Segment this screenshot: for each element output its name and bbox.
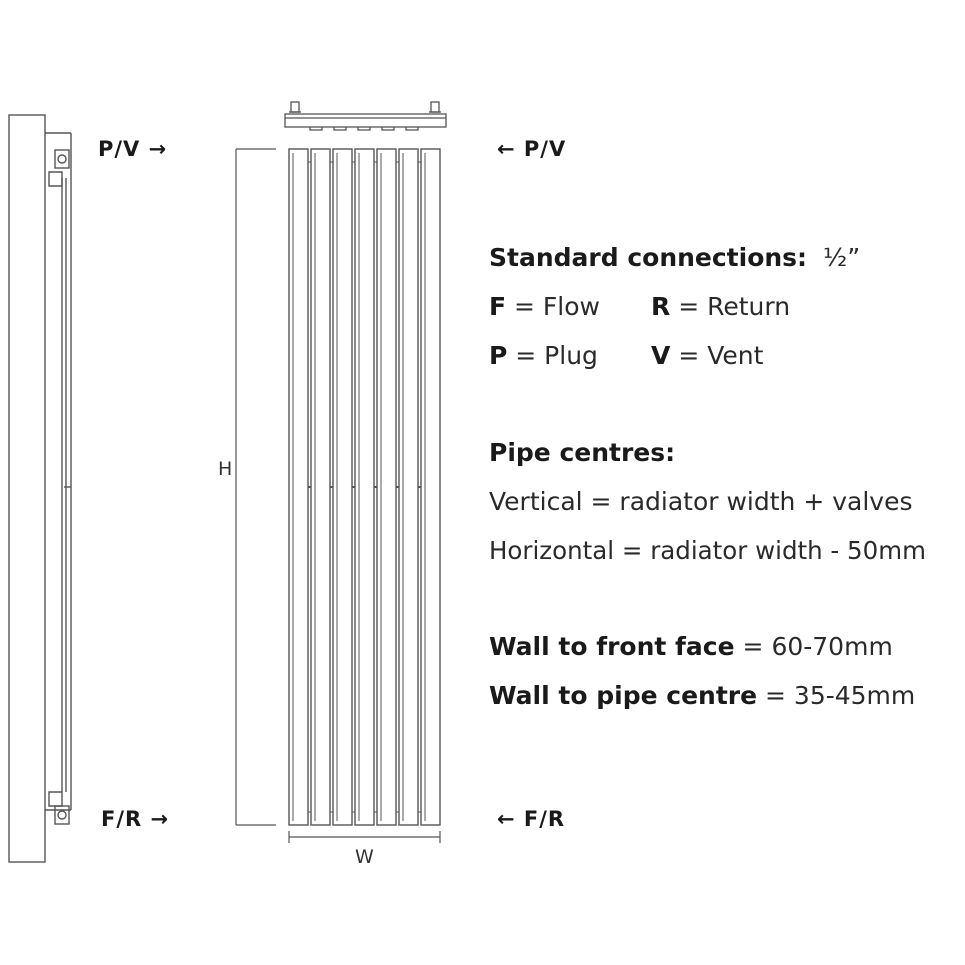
height-dimension-label: H — [218, 458, 233, 480]
front-view — [288, 148, 441, 826]
pipe-centres-heading: Pipe centres: — [489, 438, 675, 468]
wall-front-value: = 60-70mm — [742, 632, 893, 661]
pv-label-right: ← P/V — [497, 137, 567, 161]
pv-label-left: P/V → — [98, 137, 168, 161]
radiator-panel — [420, 148, 441, 826]
wall-pipe-value: = 35-45mm — [765, 681, 916, 710]
height-dimension-line — [235, 148, 276, 826]
radiator-panel — [310, 148, 331, 826]
side-view — [8, 114, 72, 863]
top-plan-view — [284, 101, 447, 131]
pipe-centres-title: Pipe centres: — [489, 438, 676, 467]
wall-pipe-label: Wall to pipe centre — [489, 681, 758, 710]
flow-key: F — [489, 292, 507, 321]
radiator-panel — [354, 148, 375, 826]
vent-value: = Vent — [678, 341, 764, 370]
radiator-panel — [332, 148, 353, 826]
connections-size: ½” — [823, 243, 861, 272]
top-bracket — [54, 149, 70, 169]
fr-label-right: ← F/R — [497, 807, 566, 831]
side-view-body — [8, 114, 46, 863]
flow-value: = Flow — [514, 292, 600, 321]
vent-key: V — [651, 341, 671, 370]
plug-value: = Plug — [515, 341, 598, 370]
wall-to-front-face: Wall to front face = 60-70mm — [489, 632, 893, 662]
vertical-text: Vertical = radiator width + valves — [489, 487, 913, 516]
wall-to-pipe-centre: Wall to pipe centre = 35-45mm — [489, 681, 915, 711]
bottom-bracket — [54, 805, 70, 825]
return-key: R — [651, 292, 671, 321]
fr-label-left: F/R → — [101, 807, 170, 831]
width-dimension-label: W — [355, 846, 374, 868]
plug-key: P — [489, 341, 508, 370]
radiator-panel — [398, 148, 419, 826]
connections-title: Standard connections: — [489, 243, 808, 272]
connections-heading: Standard connections: ½” — [489, 243, 860, 273]
horizontal-pipe-centres: Horizontal = radiator width - 50mm — [489, 536, 926, 566]
vent-legend: V = Vent — [651, 341, 763, 371]
radiator-panel — [376, 148, 397, 826]
wall-front-label: Wall to front face — [489, 632, 735, 661]
radiator-panel — [288, 148, 309, 826]
width-dimension-line — [288, 831, 441, 843]
flow-legend: F = Flow — [489, 292, 600, 322]
return-value: = Return — [678, 292, 791, 321]
plug-legend: P = Plug — [489, 341, 598, 371]
vertical-pipe-centres: Vertical = radiator width + valves — [489, 487, 913, 517]
return-legend: R = Return — [651, 292, 790, 322]
horizontal-text: Horizontal = radiator width - 50mm — [489, 536, 926, 565]
